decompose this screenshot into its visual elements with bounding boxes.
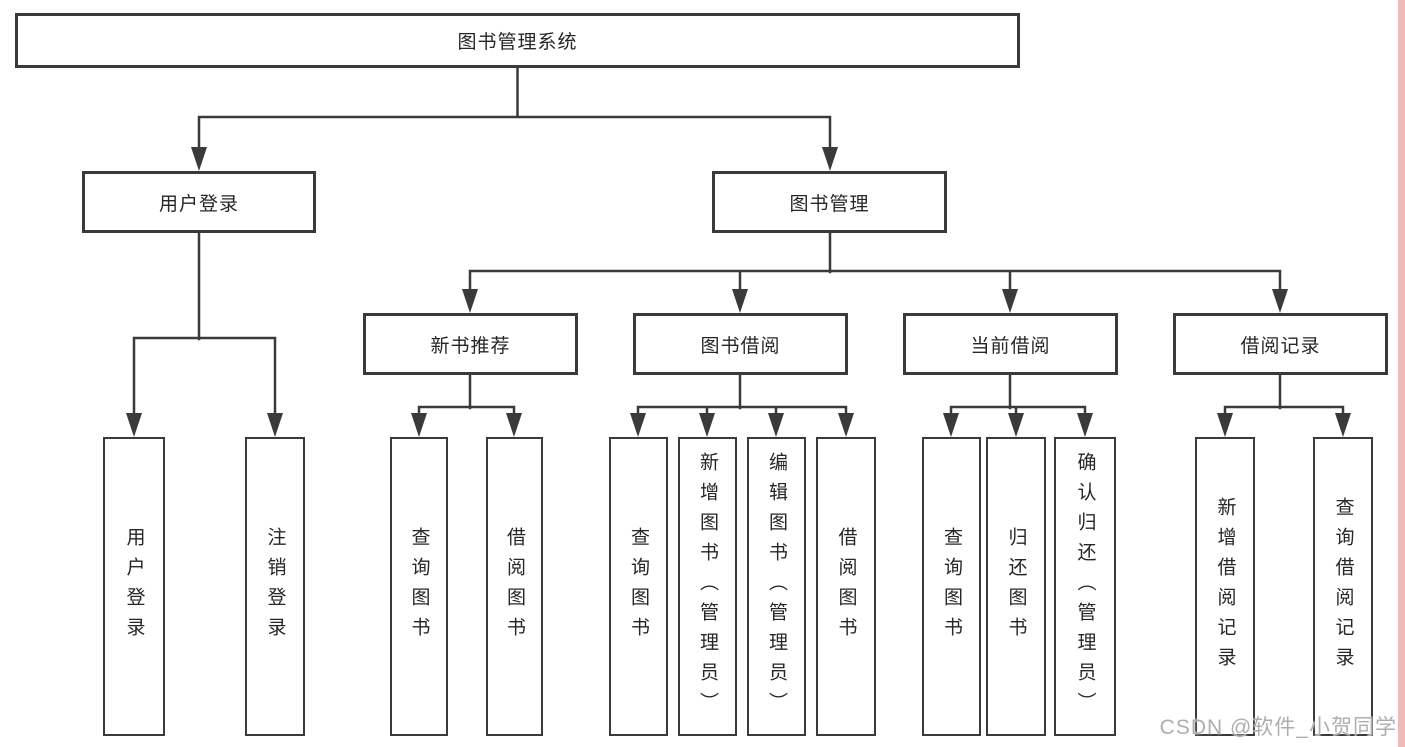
connector-borrowing-children — [630, 373, 854, 437]
node-label: 当前借阅 — [970, 335, 1051, 357]
leaf-query-books-recommend: 查询图书 — [390, 437, 448, 736]
node-root: 图书管理系统 — [15, 13, 1020, 68]
leaf-borrow-books-recommend: 借阅图书 — [486, 437, 543, 736]
node-label: 查询图书 — [408, 526, 430, 647]
right-edge-strip — [1398, 0, 1405, 747]
node-label: 用户登录 — [158, 193, 239, 215]
leaf-edit-books-admin: 编辑图书（管理员） — [747, 437, 806, 736]
node-label: 编辑图书（管理员） — [766, 451, 787, 722]
connector-root-to-level2 — [191, 66, 838, 171]
node-label: 图书管理 — [789, 193, 870, 215]
connector-recommend-children — [411, 373, 522, 437]
leaf-confirm-return-admin: 确认归还（管理员） — [1054, 437, 1116, 736]
leaf-add-borrow-record: 新增借阅记录 — [1195, 437, 1255, 736]
node-label: 新增借阅记录 — [1214, 496, 1236, 677]
connector-user-login-children — [126, 231, 283, 437]
node-user-login: 用户登录 — [82, 171, 316, 233]
leaf-borrow-books-borrowing: 借阅图书 — [816, 437, 876, 736]
connector-records-children — [1217, 373, 1351, 437]
node-borrowing-records: 借阅记录 — [1173, 313, 1388, 375]
node-label: 用户登录 — [123, 526, 145, 647]
node-label: 确认归还（管理员） — [1074, 451, 1096, 722]
node-label: 新书推荐 — [430, 335, 511, 357]
node-label: 图书管理系统 — [457, 32, 578, 53]
node-label: 图书借阅 — [700, 335, 781, 357]
leaf-user-login: 用户登录 — [103, 437, 165, 736]
leaf-add-books-admin: 新增图书（管理员） — [678, 437, 737, 736]
node-label: 查询图书 — [941, 526, 962, 647]
node-label: 归还图书 — [1005, 526, 1027, 647]
node-label: 查询借阅记录 — [1332, 496, 1354, 677]
node-label: 借阅图书 — [504, 526, 525, 647]
node-label: 新增图书（管理员） — [697, 451, 718, 722]
node-label: 借阅图书 — [835, 526, 857, 647]
node-new-book-recommendation: 新书推荐 — [363, 313, 578, 375]
node-label: 注销登录 — [264, 526, 286, 647]
node-label: 借阅记录 — [1240, 335, 1321, 357]
node-book-management: 图书管理 — [712, 171, 947, 233]
leaf-query-books-borrowing: 查询图书 — [609, 437, 668, 736]
csdn-watermark: CSDN @软件_小贺同学 — [1159, 716, 1397, 739]
connector-book-management-children — [462, 231, 1288, 313]
node-book-borrowing: 图书借阅 — [633, 313, 848, 375]
connector-current-children — [943, 373, 1093, 437]
leaf-logout: 注销登录 — [245, 437, 305, 736]
node-label: 查询图书 — [628, 526, 649, 647]
node-current-borrowing: 当前借阅 — [903, 313, 1118, 375]
leaf-query-borrow-record: 查询借阅记录 — [1313, 437, 1373, 736]
leaf-return-books: 归还图书 — [986, 437, 1046, 736]
leaf-query-books-current: 查询图书 — [922, 437, 981, 736]
